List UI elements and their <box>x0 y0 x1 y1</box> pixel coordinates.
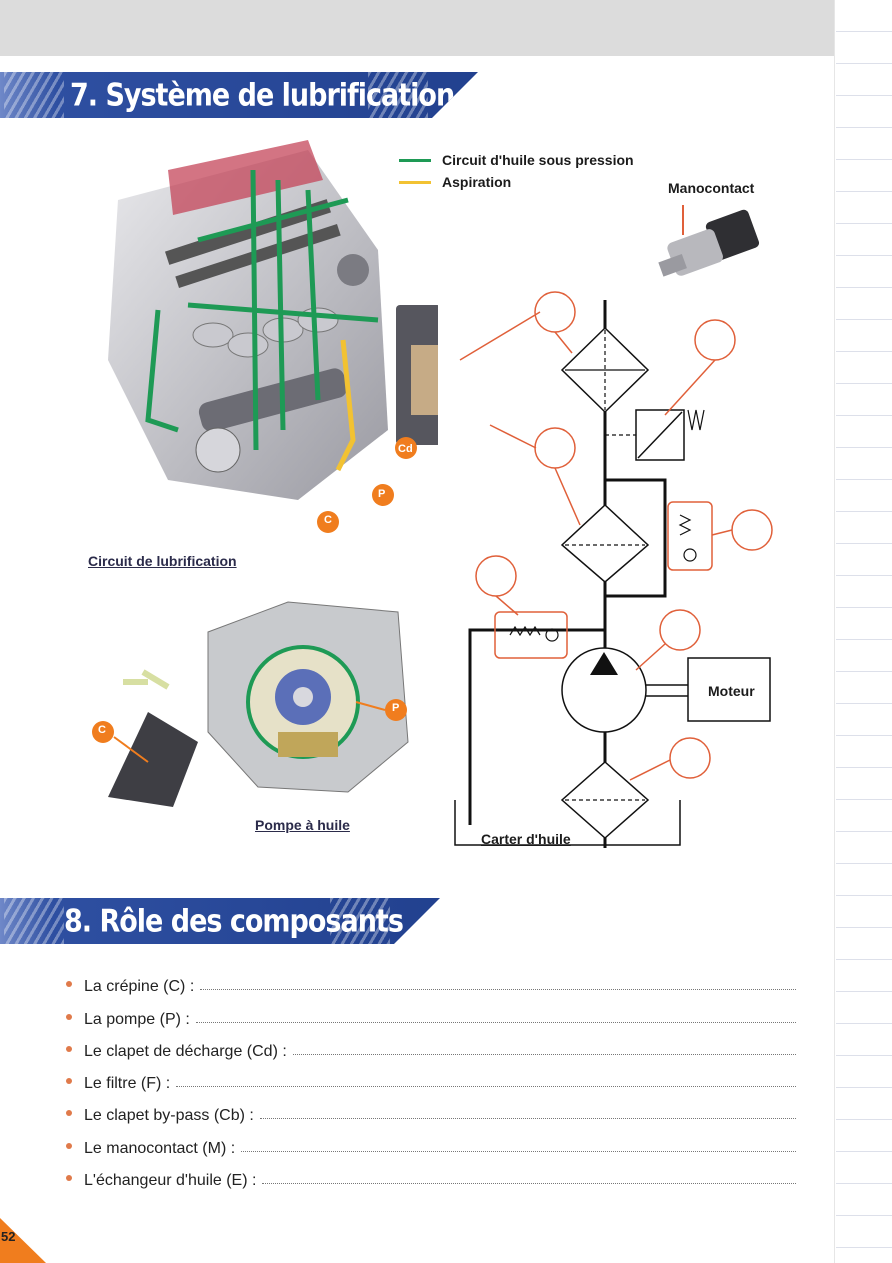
banner-stripes <box>330 898 390 944</box>
answer-line[interactable] <box>292 1053 796 1055</box>
banner-stripes <box>4 898 64 944</box>
pump-marker-p: P <box>392 702 400 714</box>
bullet-icon <box>66 1045 72 1052</box>
answer-line[interactable] <box>241 1150 796 1152</box>
hydraulic-schematic <box>440 280 785 855</box>
ruled-margin <box>836 0 892 1263</box>
legend-pressure-line <box>399 159 431 162</box>
bullet-icon <box>66 1078 72 1085</box>
answer-line[interactable] <box>176 1085 796 1088</box>
item-label: La crépine (C) : <box>84 978 195 996</box>
banner-stripes <box>368 72 428 118</box>
legend-suction-line <box>399 181 431 184</box>
carter-label: Carter d'huile <box>481 831 571 847</box>
bullet-icon <box>66 1013 72 1020</box>
top-band <box>0 0 834 56</box>
section-8-title: 8. Rôle des composants <box>64 904 403 940</box>
answer-line[interactable] <box>262 1182 796 1185</box>
list-item: Le filtre (F) : <box>66 1061 796 1093</box>
list-item: Le clapet de décharge (Cd) : <box>66 1029 796 1061</box>
list-item: L'échangeur d'huile (E) : <box>66 1158 796 1190</box>
marker-cd: Cd <box>398 443 413 455</box>
marker-c: C <box>324 514 332 526</box>
component-roles-list: La crépine (C) : La pompe (P) : Le clape… <box>66 964 796 1190</box>
section-8-banner: 8. Rôle des composants <box>0 898 440 944</box>
page-number: 52 <box>1 1229 16 1244</box>
pump-caption: Pompe à huile <box>255 817 350 833</box>
item-label: Le manocontact (M) : <box>84 1139 236 1157</box>
list-item: Le manocontact (M) : <box>66 1125 796 1157</box>
answer-line[interactable] <box>195 1021 796 1023</box>
list-item: La pompe (P) : <box>66 996 796 1028</box>
bullet-icon <box>66 1142 72 1149</box>
manocontact-label: Manocontact <box>668 180 755 196</box>
pump-marker-c: C <box>98 724 106 736</box>
section-7-banner: 7. Système de lubrification <box>0 72 478 118</box>
item-label: L'échangeur d'huile (E) : <box>84 1172 257 1190</box>
item-label: Le clapet by-pass (Cb) : <box>84 1107 254 1125</box>
bullet-icon <box>66 981 72 988</box>
item-label: Le filtre (F) : <box>84 1075 171 1093</box>
page-edge <box>834 0 835 1263</box>
answer-line[interactable] <box>259 1117 796 1120</box>
legend-pressure-label: Circuit d'huile sous pression <box>442 152 634 168</box>
engine-caption: Circuit de lubrification <box>88 553 237 569</box>
bullet-icon <box>66 1175 72 1182</box>
marker-p: P <box>378 488 386 500</box>
list-item: Le clapet by-pass (Cb) : <box>66 1093 796 1125</box>
item-label: La pompe (P) : <box>84 1010 190 1028</box>
bullet-icon <box>66 1110 72 1117</box>
item-label: Le clapet de décharge (Cd) : <box>84 1042 287 1060</box>
manocontact-illustration <box>655 200 765 300</box>
list-item: La crépine (C) : <box>66 964 796 996</box>
oil-pump-illustration <box>88 592 418 822</box>
legend-suction-label: Aspiration <box>442 174 512 190</box>
section-7-title: 7. Système de lubrification <box>70 78 455 114</box>
answer-line[interactable] <box>200 988 796 991</box>
moteur-label: Moteur <box>708 683 755 699</box>
engine-illustration <box>78 130 438 550</box>
banner-stripes <box>4 72 64 118</box>
